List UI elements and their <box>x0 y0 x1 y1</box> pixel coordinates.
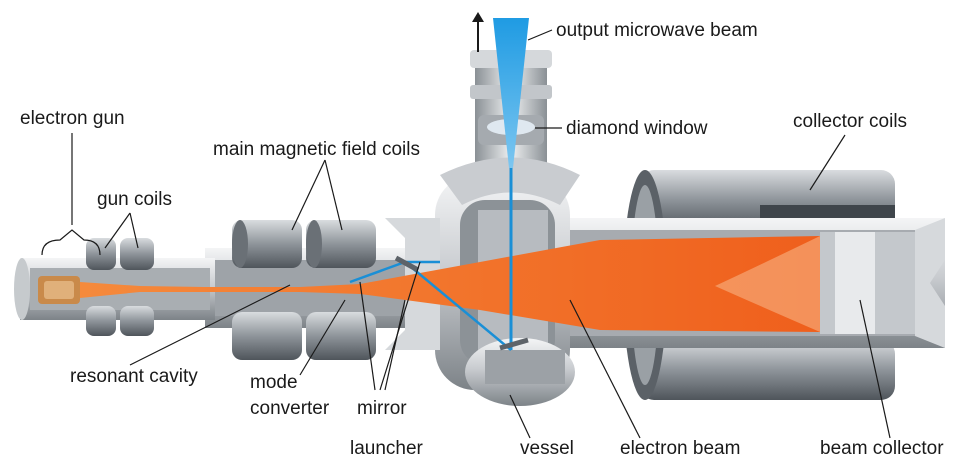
microwave-beam-shape <box>349 18 529 351</box>
electron-beam-shape <box>80 236 820 332</box>
label-electron-gun: electron gun <box>20 108 125 129</box>
label-mirror: mirror <box>357 398 407 419</box>
beam-collector-shape <box>820 232 915 334</box>
label-vessel: vessel <box>520 438 574 459</box>
label-converter: converter <box>250 398 330 419</box>
leader-lines <box>41 29 891 439</box>
output-arrow-icon <box>472 12 484 52</box>
label-mode: mode <box>250 372 298 393</box>
label-output-microwave-beam: output microwave beam <box>556 20 758 41</box>
label-beam-collector: beam collector <box>820 438 944 459</box>
output-window-shape <box>440 50 580 205</box>
mirror-shapes <box>394 255 529 351</box>
gun-coils-shape <box>86 238 154 336</box>
label-diamond-window: diamond window <box>566 118 708 139</box>
label-launcher: launcher <box>350 438 424 459</box>
label-main-magnetic-field-coils: main magnetic field coils <box>213 139 420 160</box>
electron-gun-shape <box>38 276 80 304</box>
main-magnetic-coils-shape <box>232 220 376 360</box>
label-electron-beam: electron beam <box>620 438 740 459</box>
label-gun-coils: gun coils <box>97 189 172 210</box>
label-resonant-cavity: resonant cavity <box>70 366 198 387</box>
label-collector-coils: collector coils <box>793 111 907 132</box>
